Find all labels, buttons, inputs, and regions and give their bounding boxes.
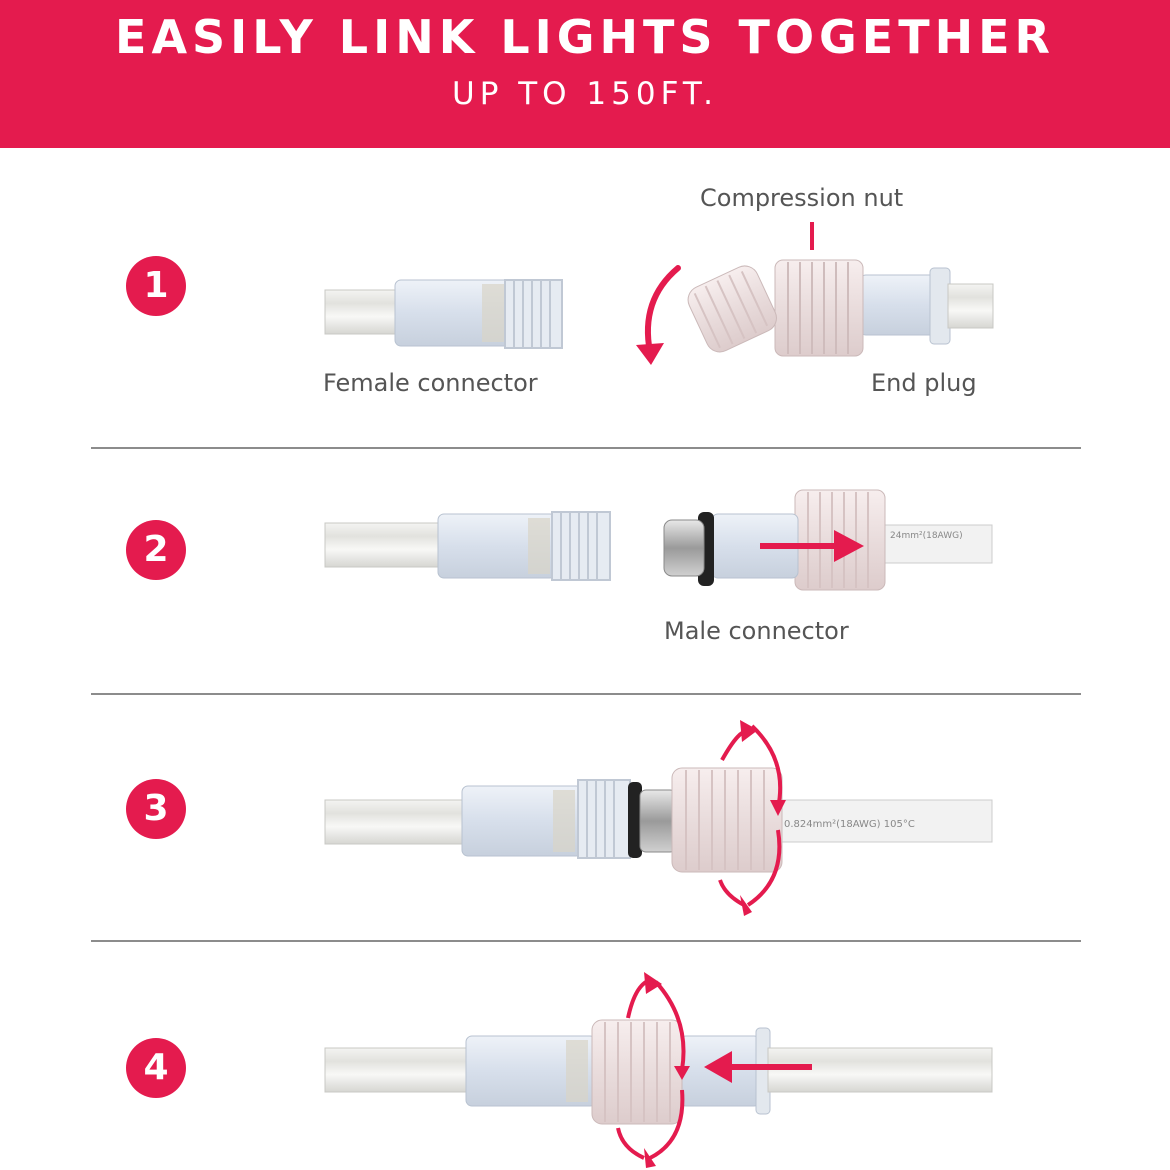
step-2-badge: 2	[126, 520, 186, 580]
step-3-cable-print: 0.824mm²(18AWG) 105°C	[784, 819, 915, 830]
step-4-connected-assembly	[324, 972, 993, 1168]
female-connector-label: Female connector	[323, 369, 538, 397]
male-connector-label: Male connector	[664, 617, 849, 645]
compression-nut-label: Compression nut	[700, 184, 904, 212]
step-4-badge: 4	[126, 1038, 186, 1098]
banner-title: EASILY LINK LIGHTS TOGETHER	[115, 10, 1055, 64]
step-3-badge: 3	[126, 779, 186, 839]
step-2-cable-print: 24mm²(18AWG)	[890, 531, 963, 541]
step-1-end-plug	[687, 259, 994, 357]
step-2-female-connector	[324, 511, 611, 581]
step-1-rotate-arrow	[636, 265, 681, 365]
divider-1	[91, 447, 1081, 449]
step-1-female-connector	[324, 279, 563, 349]
compression-nut-pointer	[810, 222, 814, 250]
divider-3	[91, 940, 1081, 942]
step-2-male-connector	[663, 489, 993, 591]
step-1-badge: 1	[126, 256, 186, 316]
step-3-connected-assembly	[324, 720, 993, 916]
header-banner: EASILY LINK LIGHTS TOGETHER UP TO 150FT.	[0, 0, 1170, 148]
banner-subtitle: UP TO 150FT.	[452, 76, 718, 112]
end-plug-label: End plug	[871, 369, 977, 397]
divider-2	[91, 693, 1081, 695]
